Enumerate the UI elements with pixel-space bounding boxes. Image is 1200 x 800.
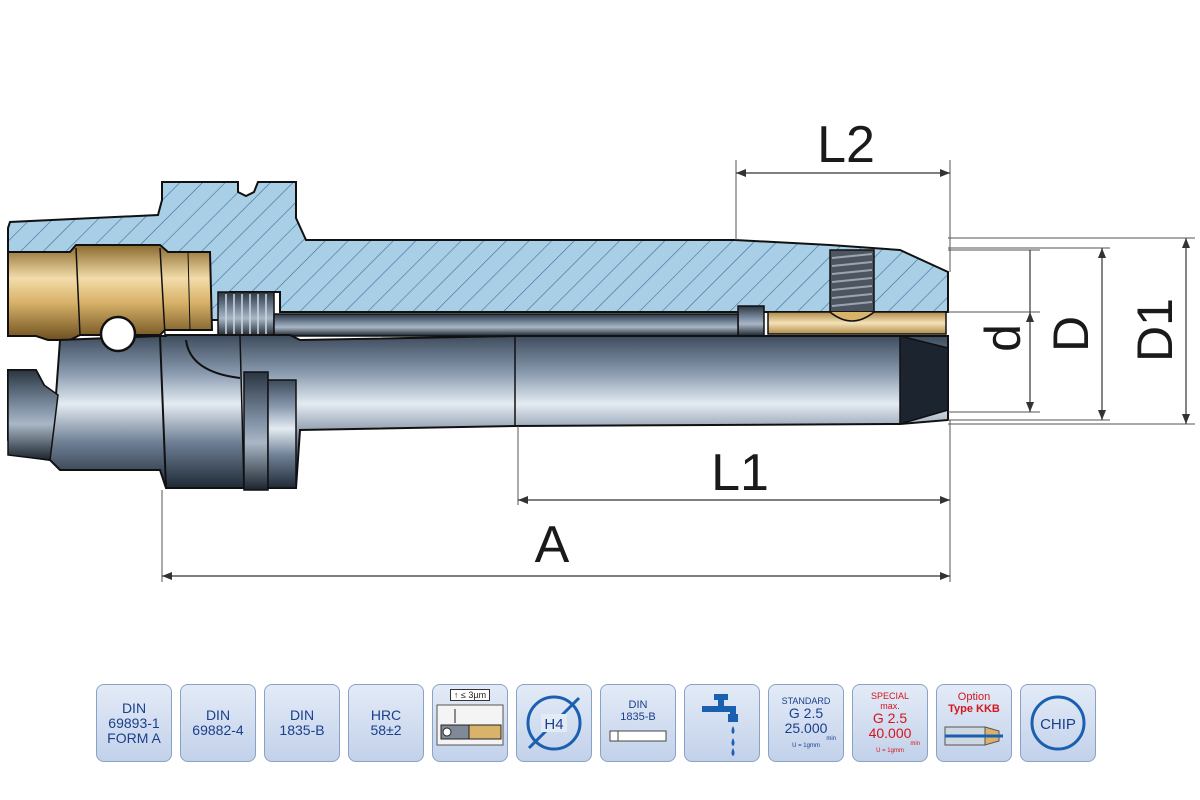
badge-coolant xyxy=(684,684,760,762)
svg-text:H4: H4 xyxy=(544,716,563,733)
badge-balance-standard: STANDARD G 2.5 25.000 min U = 1gmm xyxy=(768,684,844,762)
label-L1: L1 xyxy=(711,444,769,502)
shank-profile-icon xyxy=(609,730,667,742)
badge-runout: ↑ ≤ 3µm xyxy=(432,684,508,762)
svg-text:CHIP: CHIP xyxy=(1040,716,1076,733)
label-D1: D1 xyxy=(1127,298,1183,362)
toolholder-drawing: L2 L1 A d D D1 xyxy=(7,116,1195,582)
badge-chip: CHIP xyxy=(1020,684,1096,762)
feature-badge-row: DIN 69893-1 FORM A DIN 69882-4 DIN 1835-… xyxy=(96,684,1106,764)
badge-balance-special: SPECIAL max. G 2.5 40.000 min U = 1gmm xyxy=(852,684,928,762)
label-L2: L2 xyxy=(817,116,875,174)
brass-insert xyxy=(767,311,947,335)
drive-hole xyxy=(99,315,137,353)
coolant-channel-icon xyxy=(944,726,1003,746)
coolant-tap-icon xyxy=(702,694,738,756)
badge-din-69882: DIN 69882-4 xyxy=(180,684,256,762)
holder-body-lower xyxy=(7,334,949,489)
badge-din-1835-shank: DIN 1835-B xyxy=(600,684,676,762)
label-A: A xyxy=(535,516,570,574)
badge-hrc: HRC 58±2 xyxy=(348,684,424,762)
runout-gauge-icon xyxy=(436,704,504,746)
badge-din-69893: DIN 69893-1 FORM A xyxy=(96,684,172,762)
label-D: D xyxy=(1043,316,1099,352)
badge-din-1835: DIN 1835-B xyxy=(264,684,340,762)
badge-h4: H4 xyxy=(516,684,592,762)
thread-ring xyxy=(217,291,275,337)
badge-option-kkb: Option Type KKB xyxy=(936,684,1012,762)
shank-rod xyxy=(273,313,739,337)
label-d: d xyxy=(975,324,1031,352)
